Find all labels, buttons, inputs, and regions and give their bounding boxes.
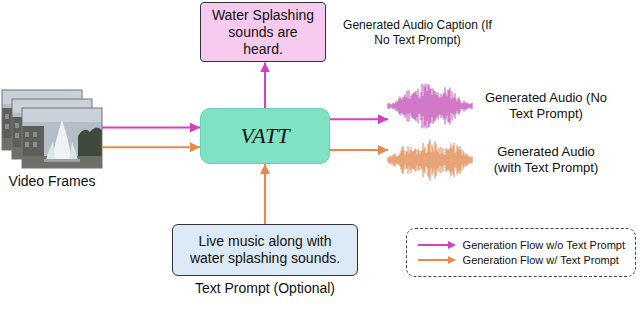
flow-arrow bbox=[264, 62, 266, 108]
waveform-with-prompt bbox=[388, 139, 472, 180]
waveform-path bbox=[388, 139, 472, 180]
text-prompt-box: Live music along with water splashing so… bbox=[172, 224, 358, 276]
video-frames-picture bbox=[2, 90, 102, 168]
frame-border bbox=[22, 108, 102, 168]
box-text: VATT bbox=[241, 123, 290, 149]
legend-arrow-head bbox=[448, 241, 456, 249]
legend-row: Generation Flow w/o Text Prompt bbox=[417, 239, 625, 251]
flow-arrow bbox=[102, 127, 200, 129]
frame-scene bbox=[22, 108, 102, 168]
generated-audio: Generated Audio (No Text Prompt) bbox=[388, 80, 472, 132]
legend-arrow bbox=[417, 255, 457, 265]
video-frame bbox=[22, 108, 102, 168]
flow-arrow bbox=[330, 118, 388, 120]
box-heading: Generated Audio (with Text Prompt) bbox=[482, 144, 610, 175]
waveform-no-prompt bbox=[388, 83, 472, 128]
legend-arrow-line bbox=[418, 244, 449, 246]
flow-arrow bbox=[264, 164, 266, 224]
legend-arrow-line bbox=[418, 259, 449, 261]
box-heading: Generated Audio (No Text Prompt) bbox=[482, 90, 610, 121]
legend-row: Generation Flow w/ Text Prompt bbox=[417, 254, 625, 266]
legend-text: Generation Flow w/ Text Prompt bbox=[463, 254, 619, 266]
legend-arrow-head bbox=[448, 256, 456, 264]
video-frames: Video Frames bbox=[2, 90, 102, 168]
caption-box: Water Splashing sounds are heard.Generat… bbox=[200, 2, 326, 62]
box-heading: Text Prompt (Optional) bbox=[195, 280, 335, 297]
box-heading: Video Frames bbox=[9, 173, 96, 190]
legend-text: Generation Flow w/o Text Prompt bbox=[463, 239, 625, 251]
box-heading: Generated Audio Caption (If No Text Prom… bbox=[335, 18, 500, 47]
box-text: Water Splashing sounds are heard. bbox=[209, 7, 317, 57]
legend-box: Generation Flow w/o Text PromptGeneratio… bbox=[406, 228, 636, 277]
waveform-path bbox=[388, 83, 472, 128]
box-text: Live music along with water splashing so… bbox=[181, 233, 349, 267]
flow-arrow bbox=[102, 146, 200, 148]
flow-arrow bbox=[330, 149, 388, 151]
model-box: VATT bbox=[200, 108, 330, 164]
generated-audio: Generated Audio (with Text Prompt) bbox=[388, 136, 472, 184]
legend-arrow bbox=[417, 240, 457, 250]
